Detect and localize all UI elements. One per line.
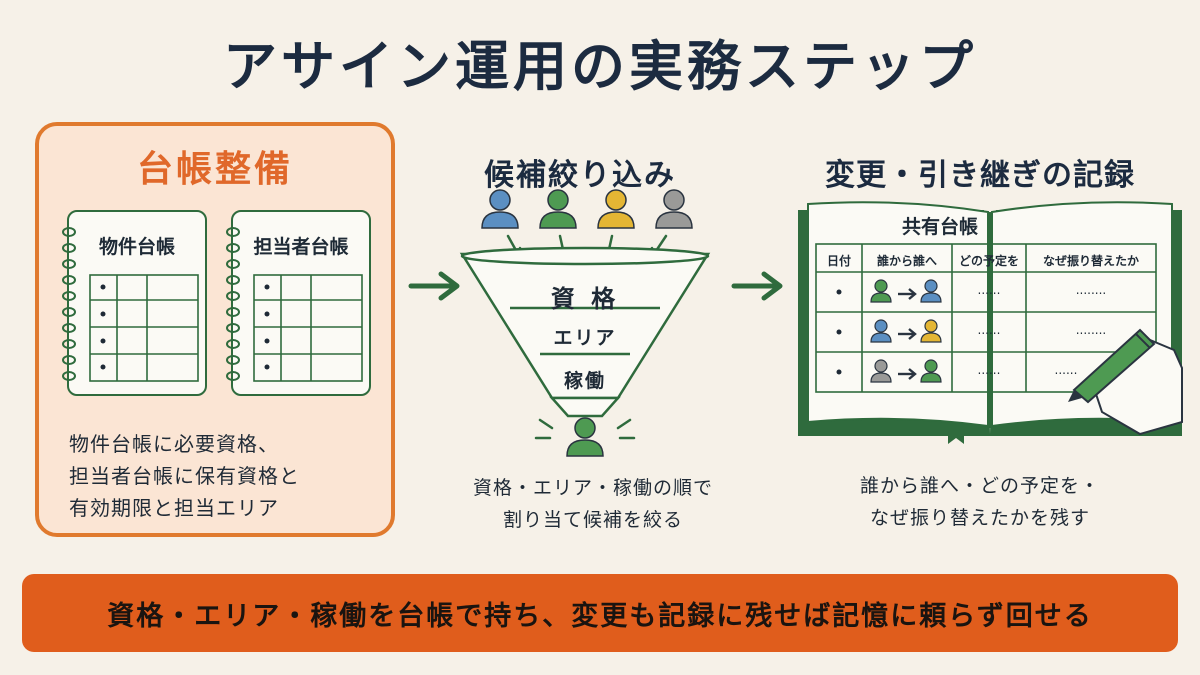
arrow-right-icon (731, 271, 783, 301)
row-dots: ...... (977, 323, 1001, 337)
person-icon (539, 189, 577, 229)
page-title: アサイン運用の実務ステップ (223, 35, 977, 98)
change-record-description: 誰から誰へ・どの予定を・ なぜ振り替えたかを残す (800, 470, 1160, 534)
header-which-schedule: どの予定を (958, 254, 1019, 268)
ledger-setup-panel: 台帳整備 物件台帳 (35, 122, 395, 537)
arrow-right-icon (408, 271, 460, 301)
person-icon (481, 189, 519, 229)
selected-person-icon (566, 417, 604, 457)
ledger-table-grid (253, 274, 363, 382)
candidate-filter-title: 候補絞り込み (484, 158, 676, 193)
filter-qualification: 資 格 (550, 285, 620, 313)
candidate-filter-description: 資格・エリア・稼働の順で 割り当て候補を絞る (448, 472, 738, 536)
ledger-table-grid (89, 274, 199, 382)
spiral-rings-icon (226, 227, 240, 381)
filter-availability: 稼働 (563, 370, 606, 392)
row-dots: ...... (977, 283, 1001, 297)
shared-ledger-title: 共有台帳 (901, 216, 978, 238)
candidate-funnel-diagram (459, 189, 711, 457)
pen-hand-icon (1068, 328, 1183, 436)
header-why-reassigned: なぜ振り替えたか (1042, 254, 1139, 268)
property-ledger-title: 物件台帳 (98, 236, 175, 258)
row-dots: ...... (977, 363, 1001, 377)
handover-row-2 (870, 319, 942, 343)
row-dots: ........ (1075, 283, 1107, 297)
desc-line: 資格・エリア・稼働の順で (472, 477, 713, 499)
handover-row-1 (870, 279, 942, 303)
desc-line: 割り当て候補を絞る (502, 509, 683, 531)
filter-area: エリア (553, 327, 617, 349)
change-record-title: 変更・引き継ぎの記録 (825, 158, 1135, 193)
shared-ledger-book (798, 201, 1183, 444)
desc-line: 担当者台帳に保有資格と (69, 464, 300, 488)
person-icon (597, 189, 635, 229)
staff-ledger-notebook: 担当者台帳 (226, 210, 371, 396)
desc-line: 誰から誰へ・どの予定を・ (859, 475, 1100, 497)
summary-banner-text: 資格・エリア・稼働を台帳で持ち、変更も記録に残せば記憶に頼らず回せる (107, 600, 1093, 632)
ledger-setup-description: 物件台帳に必要資格、 担当者台帳に保有資格と 有効期限と担当エリア (69, 428, 389, 524)
row-dots: ...... (1054, 363, 1078, 377)
desc-line: なぜ振り替えたかを残す (869, 507, 1090, 529)
summary-banner: 資格・エリア・稼働を台帳で持ち、変更も記録に残せば記憶に頼らず回せる (22, 574, 1178, 652)
desc-line: 物件台帳に必要資格、 (69, 432, 279, 456)
header-from-to: 誰から誰へ (876, 254, 937, 268)
row-dots: ........ (1075, 323, 1107, 337)
person-icon (655, 189, 693, 229)
handover-row-3 (870, 359, 942, 383)
ledger-setup-title: 台帳整備 (136, 149, 293, 190)
property-ledger-notebook: 物件台帳 (62, 210, 207, 396)
spiral-rings-icon (62, 227, 76, 381)
desc-line: 有効期限と担当エリア (69, 496, 279, 520)
header-date: 日付 (826, 254, 851, 268)
staff-ledger-title: 担当者台帳 (253, 236, 349, 258)
